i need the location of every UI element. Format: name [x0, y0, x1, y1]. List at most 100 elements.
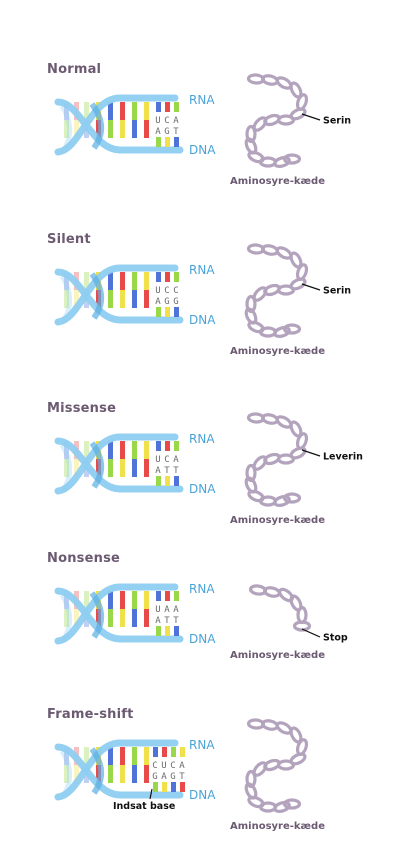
rna-base: C [173, 286, 178, 296]
inserted-base-label: Indsat base [113, 801, 175, 812]
dna-base: A [155, 127, 161, 137]
dna-label: DNA [189, 482, 216, 496]
amino-pointer [301, 113, 321, 121]
dna-base-tick [180, 782, 185, 792]
chain-label: Aminosyre-kæde [230, 650, 325, 661]
chain-link [296, 605, 308, 625]
dna-helix [54, 94, 184, 156]
dna-base-tick [156, 626, 161, 636]
base-pair [120, 609, 125, 627]
base-pair [108, 102, 113, 120]
base-pair [84, 591, 89, 609]
base-pair [84, 441, 89, 459]
rna-base: U [161, 761, 166, 771]
amino-chain [244, 718, 309, 813]
base-pair [144, 747, 149, 765]
dna-base: G [164, 127, 169, 137]
panel-title: Normal [47, 62, 102, 77]
dna-base: A [155, 466, 161, 476]
base-pair [108, 459, 113, 477]
dna-helix [54, 583, 184, 645]
base-pair [144, 120, 149, 138]
amino-acid-label: Serin [323, 286, 351, 297]
base-pair [108, 290, 113, 308]
dna-base-tick [156, 307, 161, 317]
dna-base-tick [156, 476, 161, 486]
rna-label: RNA [189, 93, 215, 107]
rna-base: A [179, 761, 185, 771]
chain-link [273, 801, 291, 813]
base-pair [64, 102, 69, 120]
helix-strand [89, 272, 105, 320]
rna-base-tick [171, 747, 176, 757]
helix-strand [89, 591, 105, 639]
helix-strand-faded [59, 593, 73, 641]
amino-acid-label: Leverin [323, 452, 363, 463]
rna-base-tick [165, 102, 170, 112]
chain-link [292, 620, 312, 632]
dna-helix [54, 433, 184, 495]
base-pair [120, 441, 125, 459]
dna-base-tick [162, 782, 167, 792]
base-pair [64, 747, 69, 765]
amino-pointer [301, 449, 321, 457]
dna-base-tick [165, 137, 170, 147]
dna-base: T [173, 466, 179, 476]
base-pair [108, 272, 113, 290]
rna-base-tick [156, 441, 161, 451]
rna-base: C [164, 286, 169, 296]
rna-base: U [155, 455, 160, 465]
base-pair [132, 747, 137, 765]
dna-base-tick [171, 782, 176, 792]
base-pair [144, 591, 149, 609]
base-pair [108, 120, 113, 138]
base-pair [132, 441, 137, 459]
amino-chain [248, 584, 312, 632]
dna-base: T [179, 772, 185, 782]
helix-strand [54, 739, 179, 801]
dna-base-tick [174, 137, 179, 147]
insert-pointer [149, 788, 153, 800]
chain-label: Aminosyre-kæde [230, 515, 325, 526]
amino-chain [244, 73, 309, 168]
dna-base-tick [174, 307, 179, 317]
amino-chain [244, 243, 309, 338]
base-pair [84, 747, 89, 765]
helix-strand-faded [59, 104, 73, 152]
base-pair [108, 765, 113, 783]
chain-link [282, 323, 302, 335]
base-pair [144, 459, 149, 477]
amino-acid-label: Serin [323, 116, 351, 127]
base-pair [144, 102, 149, 120]
helix-strand-faded [59, 443, 73, 491]
chain-label: Aminosyre-kæde [230, 176, 325, 187]
dna-base-tick [174, 476, 179, 486]
dna-helix [54, 264, 184, 326]
base-pair [84, 272, 89, 290]
base-pair [132, 609, 137, 627]
base-pair [74, 120, 79, 138]
rna-base-tick [156, 272, 161, 282]
helix-strand [89, 441, 105, 489]
base-pair [74, 290, 79, 308]
dna-base-tick [156, 137, 161, 147]
base-pair [108, 747, 113, 765]
base-pair [144, 765, 149, 783]
rna-base-tick [165, 591, 170, 601]
panel-title: Silent [47, 232, 91, 247]
base-pair [144, 609, 149, 627]
amino-acid-label: Stop [323, 633, 348, 644]
rna-label: RNA [189, 582, 215, 596]
rna-base: A [173, 605, 179, 615]
rna-base-tick [180, 747, 185, 757]
helix-strand [54, 433, 179, 495]
helix-strand [89, 102, 105, 150]
dna-label: DNA [189, 788, 216, 802]
base-pair [120, 290, 125, 308]
